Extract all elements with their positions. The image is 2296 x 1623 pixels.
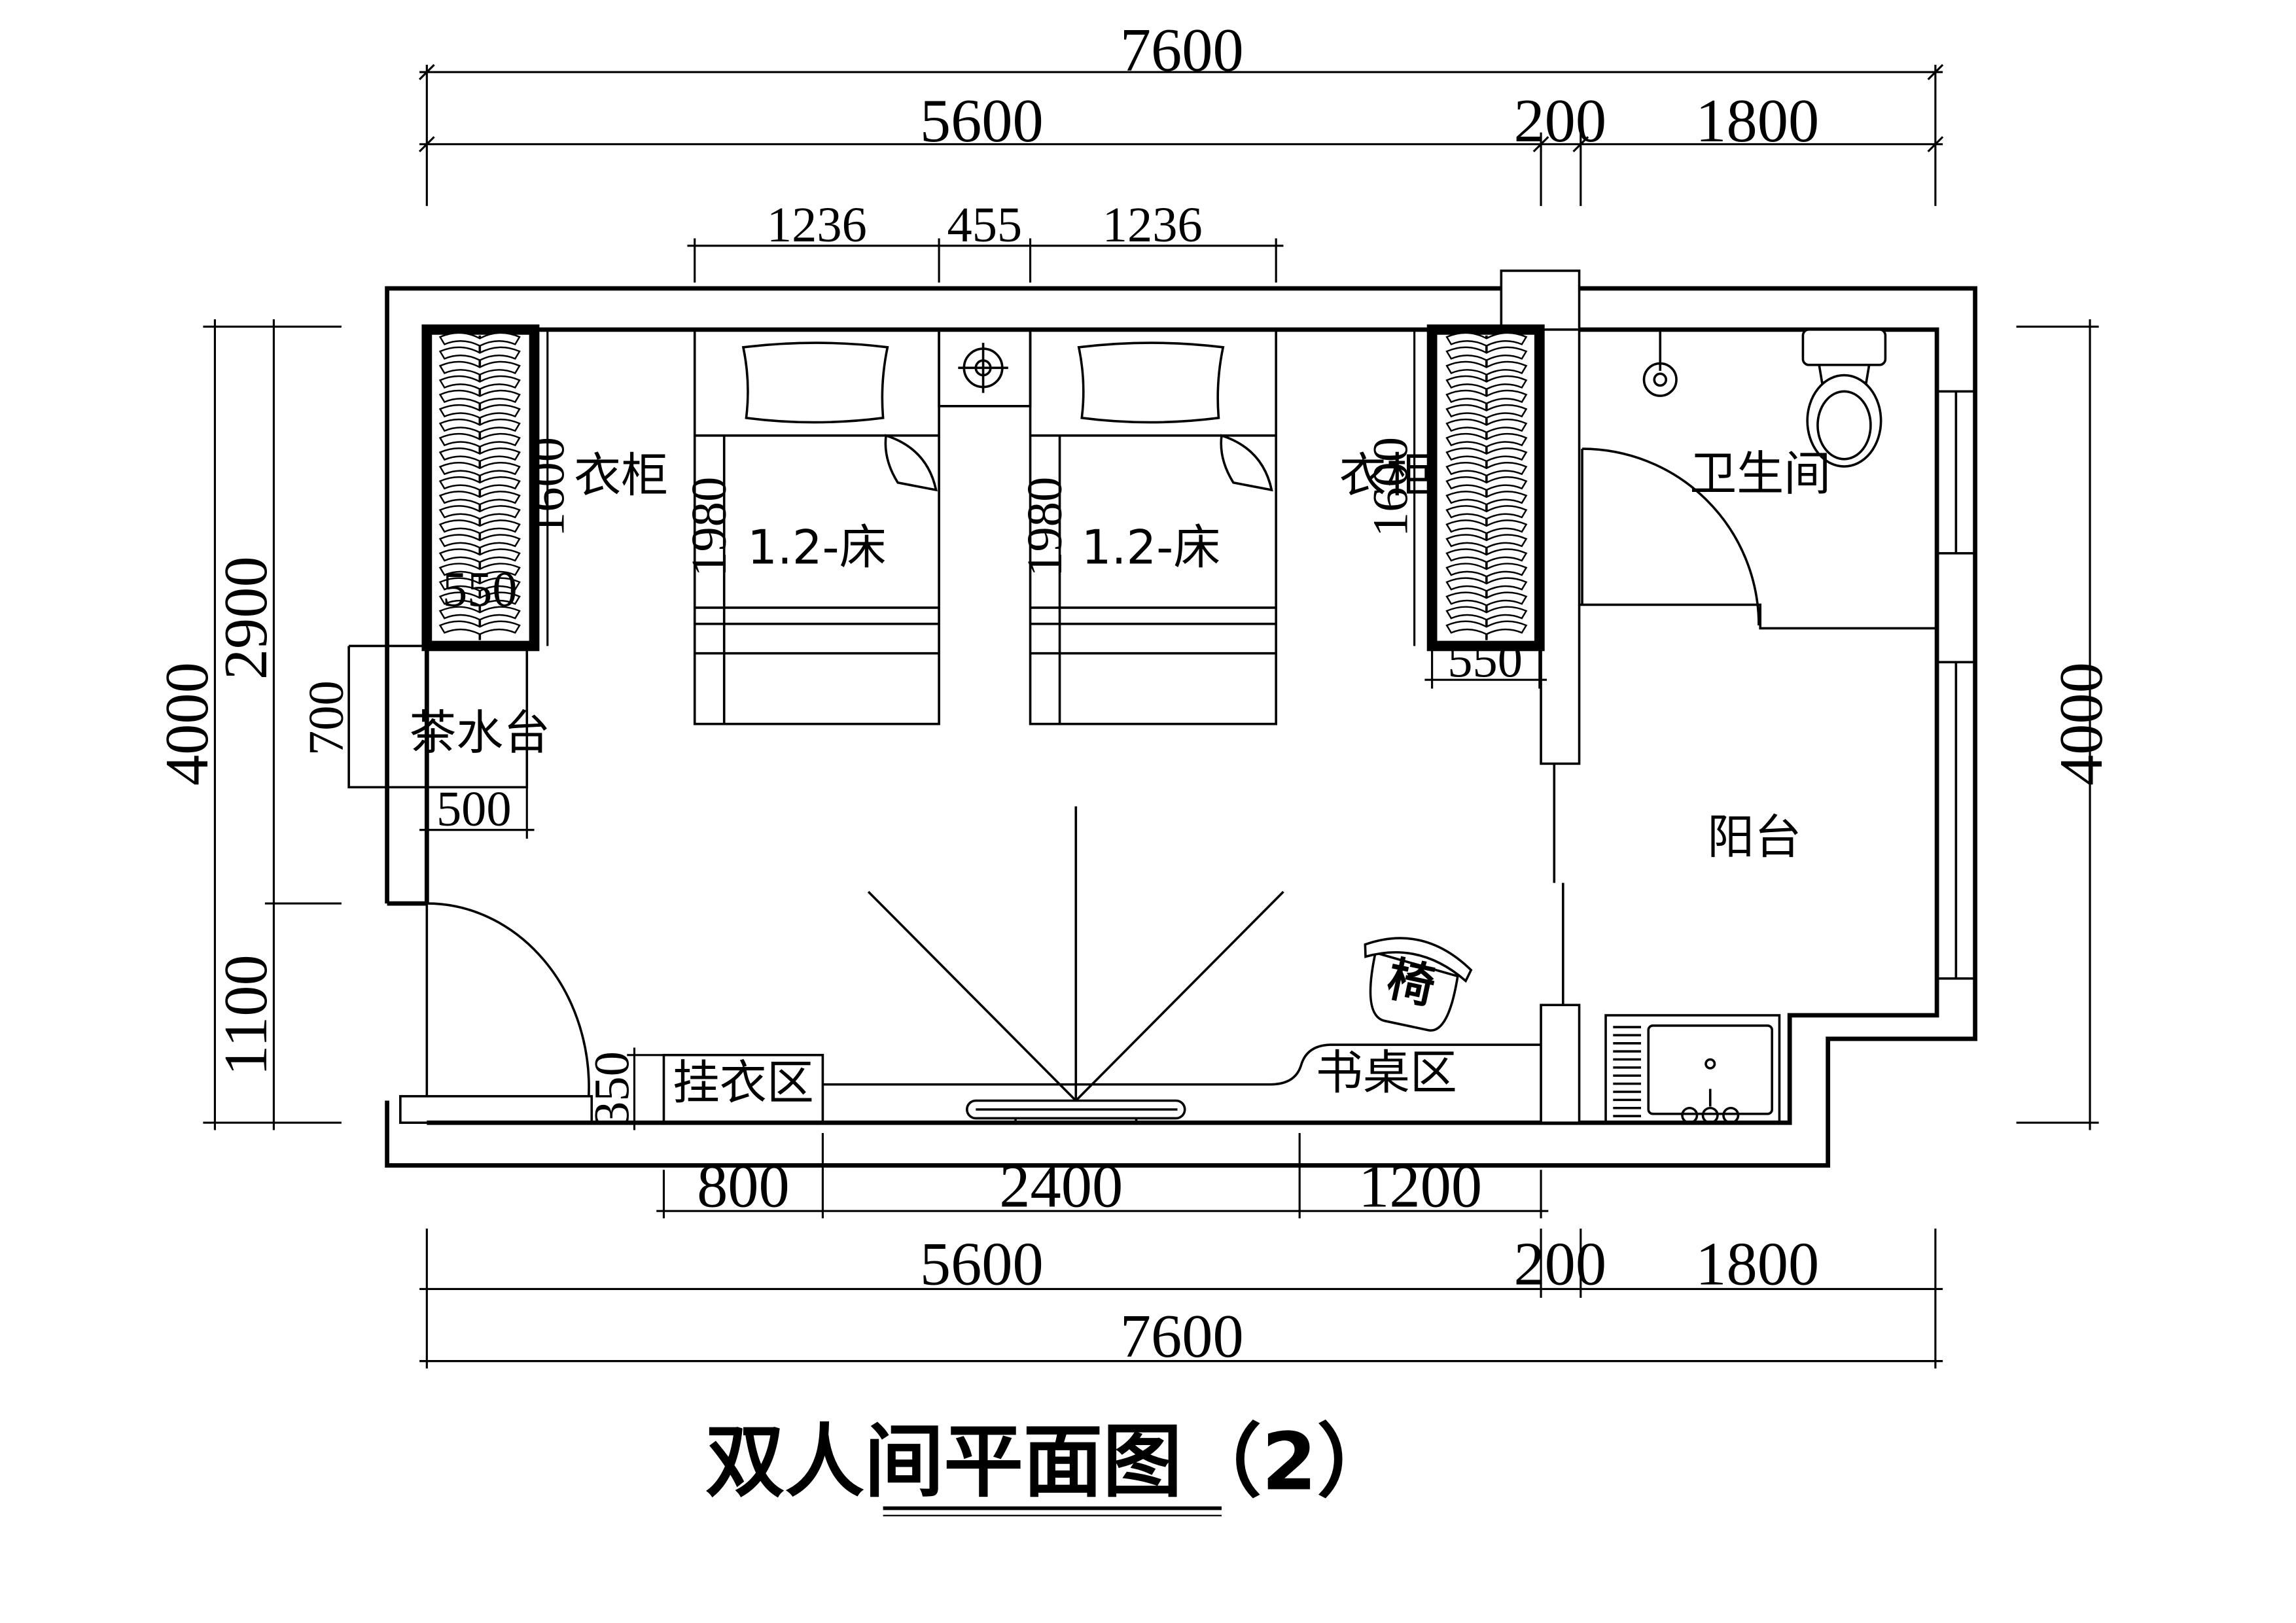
dim-bottom-side: 1800	[1695, 1230, 1819, 1299]
label-tea-counter: 茶水台	[409, 705, 550, 760]
hanger	[439, 332, 521, 347]
chair: 椅	[1364, 937, 1473, 1032]
bed-width-dimensions: 1236 455 1236	[687, 197, 1284, 283]
dim-wardrobe-height-right: 1600	[1362, 437, 1418, 537]
balcony-sink	[1604, 1014, 1781, 1125]
dim-bed-width-left: 1236	[767, 197, 867, 253]
bathroom-door[interactable]	[1581, 447, 1760, 625]
tea-counter: 茶水台 700 500	[298, 644, 550, 839]
top-dimensions: 7600 5600 200 1800	[418, 16, 1944, 206]
bottom-dimensions: 800 2400 1200 5600 200 1800 7600	[419, 1132, 1943, 1370]
dim-bed-length-left: 1980	[681, 477, 737, 577]
dim-top-total: 7600	[1120, 16, 1244, 84]
dim-right-total: 4000	[2047, 662, 2115, 786]
dim-top-side: 1800	[1695, 87, 1819, 155]
dim-left-total: 4000	[153, 662, 221, 786]
nightstand-lamp	[938, 328, 1032, 408]
dim-bottom-hang: 800	[697, 1152, 790, 1220]
wardrobe-left: 衣柜 1600 550	[421, 324, 668, 652]
right-dimensions: 4000	[2016, 319, 2115, 1130]
dim-bed-width-right: 1236	[1103, 197, 1203, 253]
title-text: 双人间平面图（2）	[705, 1415, 1396, 1508]
dim-bottom-total: 7600	[1120, 1302, 1244, 1370]
dim-top-wall: 200	[1513, 87, 1606, 155]
hanging-area: 挂衣区 350	[584, 1047, 824, 1130]
toilet	[1801, 328, 1887, 468]
dim-tea-width: 500	[436, 781, 512, 837]
dim-left-lower: 1100	[212, 954, 280, 1075]
bed-left: 1980 1.2-床	[681, 328, 940, 725]
label-wardrobe-left: 衣柜	[574, 447, 668, 502]
bed-right: 1980 1.2-床	[1017, 328, 1277, 725]
dim-wardrobe-depth-left: 550	[442, 562, 518, 618]
dim-bottom-wall: 200	[1513, 1230, 1606, 1299]
label-wardrobe-right: 衣柜	[1339, 447, 1434, 502]
label-hanging-area: 挂衣区	[673, 1055, 814, 1110]
dim-bottom-main: 5600	[920, 1230, 1044, 1299]
desk: 书桌区	[822, 1043, 1542, 1100]
left-dimensions: 4000 2900 1100	[153, 319, 342, 1130]
label-bed-right: 1.2-床	[1082, 519, 1220, 574]
walls	[385, 270, 1977, 1168]
dim-wardrobe-depth-right: 550	[1447, 633, 1523, 688]
dim-tea-height: 700	[298, 680, 354, 756]
label-balcony: 阳台	[1707, 810, 1801, 865]
wardrobe-right: 衣柜 1600 550	[1339, 324, 1547, 689]
dim-left-upper: 2900	[212, 556, 280, 680]
entry-door[interactable]	[425, 902, 590, 1096]
label-chair: 椅	[1383, 951, 1440, 1015]
dim-bottom-tv: 2400	[999, 1152, 1123, 1220]
drawing-title: 双人间平面图（2）	[705, 1415, 1396, 1516]
label-desk-area: 书桌区	[1316, 1045, 1457, 1100]
dim-bed-length-right: 1980	[1017, 477, 1072, 577]
label-bed-left: 1.2-床	[747, 519, 886, 574]
label-bathroom: 卫生间	[1689, 446, 1831, 501]
shower	[1642, 329, 1678, 397]
dim-bottom-desk: 1200	[1358, 1152, 1482, 1220]
dim-bed-gap: 455	[947, 197, 1022, 253]
tv-unit	[867, 806, 1284, 1123]
dim-hanging-depth: 350	[584, 1051, 639, 1126]
sink-grille	[1613, 1026, 1642, 1117]
dim-wardrobe-height-left: 1600	[520, 437, 575, 537]
hanger	[1445, 332, 1527, 347]
dim-top-main: 5600	[920, 87, 1044, 155]
